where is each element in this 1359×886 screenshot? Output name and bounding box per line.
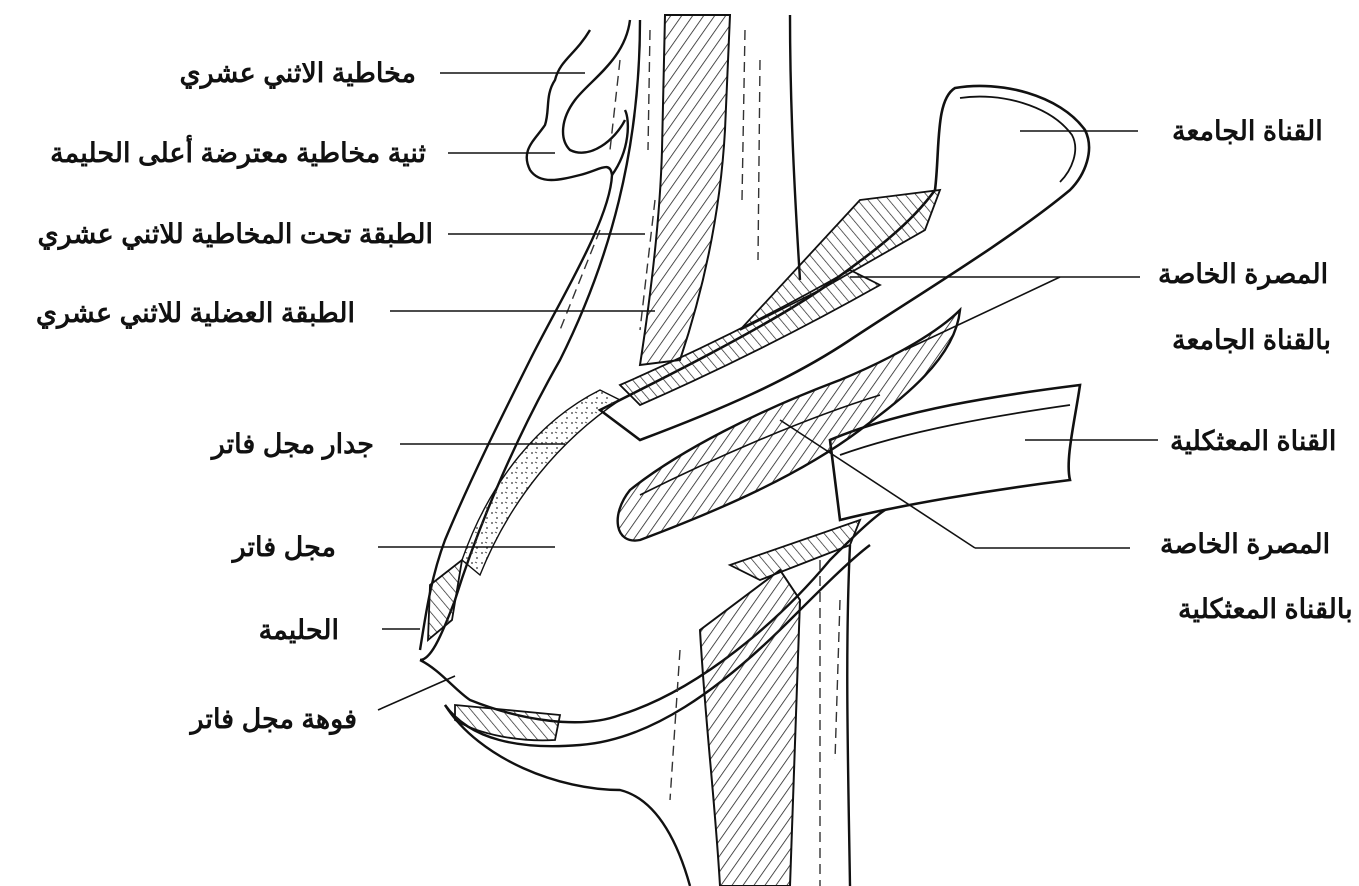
label-cbd-sphincter-line2: بالقناة الجامعة (1172, 325, 1331, 355)
label-common-bile-duct: القناة الجامعة (1172, 116, 1323, 146)
label-transverse-mucosal-fold: ثنية مخاطية معترضة أعلى الحليمة (50, 138, 426, 168)
ampulla-wall-hatched-left (427, 557, 464, 642)
ampulla-wall-hatched-lower (454, 704, 562, 742)
label-duodenal-mucosa: مخاطية الاثني عشري (179, 58, 416, 88)
label-pd-sphincter-line1: المصرة الخاصة (1160, 529, 1331, 559)
label-ampulla-of-vater: مجل فاتر (232, 532, 336, 562)
label-duodenal-submucosa: الطبقة تحت المخاطية للاثني عشري (37, 219, 433, 249)
common-bile-duct (597, 84, 1091, 442)
label-pancreatic-duct: القناة المعثكلية (1170, 426, 1337, 456)
label-cbd-sphincter-line1: المصرة الخاصة (1158, 259, 1329, 289)
pancreatic-duct (828, 383, 1082, 522)
label-pd-sphincter-line2: بالقناة المعثكلية (1178, 594, 1353, 624)
label-ampulla-orifice: فوهة مجل فاتر (190, 704, 357, 734)
label-duodenal-muscularis: الطبقة العضلية للاثني عشري (35, 298, 355, 328)
duodenal-wall-outer-lower (846, 544, 852, 886)
duodenal-wall-upper (418, 19, 642, 662)
lower-wall-dashes (669, 560, 841, 886)
muscularis-upper (638, 14, 732, 367)
submucosa-dashes (559, 29, 761, 331)
label-ampulla-wall: جدار مجل فاتر (211, 429, 374, 459)
leader-lines (377, 72, 1158, 711)
muscularis-lower (698, 568, 802, 886)
duodenal-wall-outer-right (788, 14, 802, 281)
label-papilla: الحليمة (258, 615, 339, 645)
ampulla-lower-wall (419, 509, 886, 886)
ampulla-wall-dotted (461, 389, 622, 577)
